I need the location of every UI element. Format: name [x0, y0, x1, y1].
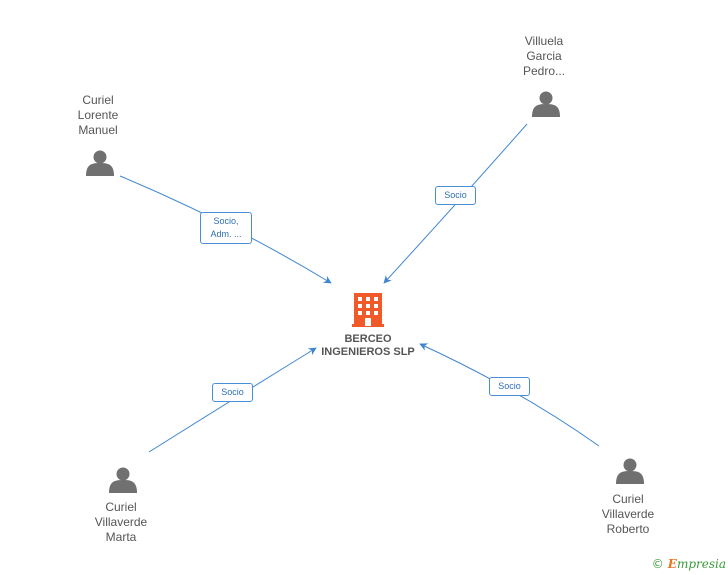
person-icon[interactable]: [109, 467, 137, 494]
person-name-curiel-lorente[interactable]: Curiel Lorente Manuel: [43, 93, 153, 138]
edge-label-curiel-villaverde-roberto[interactable]: Socio: [489, 377, 530, 396]
edge-label-line: Socio,: [213, 216, 239, 226]
person-name-line: Roberto: [606, 522, 650, 536]
brand-initial: E: [667, 557, 677, 571]
edge-label-villuela-garcia[interactable]: Socio: [435, 186, 476, 205]
empresia-logo[interactable]: ©Empresia: [652, 557, 726, 571]
edge-label-line: Socio: [221, 387, 244, 397]
person-name-line: Curiel: [82, 93, 114, 107]
person-name-line: Curiel: [612, 492, 644, 506]
person-name-line: Pedro...: [522, 64, 566, 78]
person-icon[interactable]: [616, 458, 644, 485]
person-name-line: Villuela: [524, 34, 564, 48]
edge-label-curiel-lorente[interactable]: Socio, Adm. ...: [200, 212, 252, 244]
person-name-line: Marta: [105, 530, 137, 544]
company-name[interactable]: BERCEO INGENIEROS SLP: [293, 333, 443, 359]
person-name-line: Villaverde: [94, 515, 148, 529]
person-name-line: Lorente: [77, 108, 119, 122]
edge-label-line: Socio: [444, 190, 467, 200]
person-name-line: Villaverde: [601, 507, 655, 521]
person-name-curiel-villaverde-marta[interactable]: Curiel Villaverde Marta: [66, 500, 176, 545]
edge-label-line: Adm. ...: [210, 229, 242, 239]
person-name-line: Curiel: [105, 500, 137, 514]
building-icon: [352, 293, 384, 327]
person-icon[interactable]: [532, 91, 560, 118]
edge-label-curiel-villaverde-marta[interactable]: Socio: [212, 383, 253, 402]
person-name-villuela-garcia[interactable]: Villuela Garcia Pedro...: [489, 34, 599, 79]
person-name-line: Manuel: [78, 123, 118, 137]
company-name-text: BERCEO INGENIEROS SLP: [321, 333, 415, 358]
person-name-line: Garcia: [526, 49, 562, 63]
edge-label-line: Socio: [498, 381, 521, 391]
person-icon[interactable]: [86, 150, 114, 177]
person-name-curiel-villaverde-roberto[interactable]: Curiel Villaverde Roberto: [573, 492, 683, 537]
brand-rest: mpresia: [676, 557, 726, 571]
copyright-symbol: ©: [651, 557, 664, 571]
